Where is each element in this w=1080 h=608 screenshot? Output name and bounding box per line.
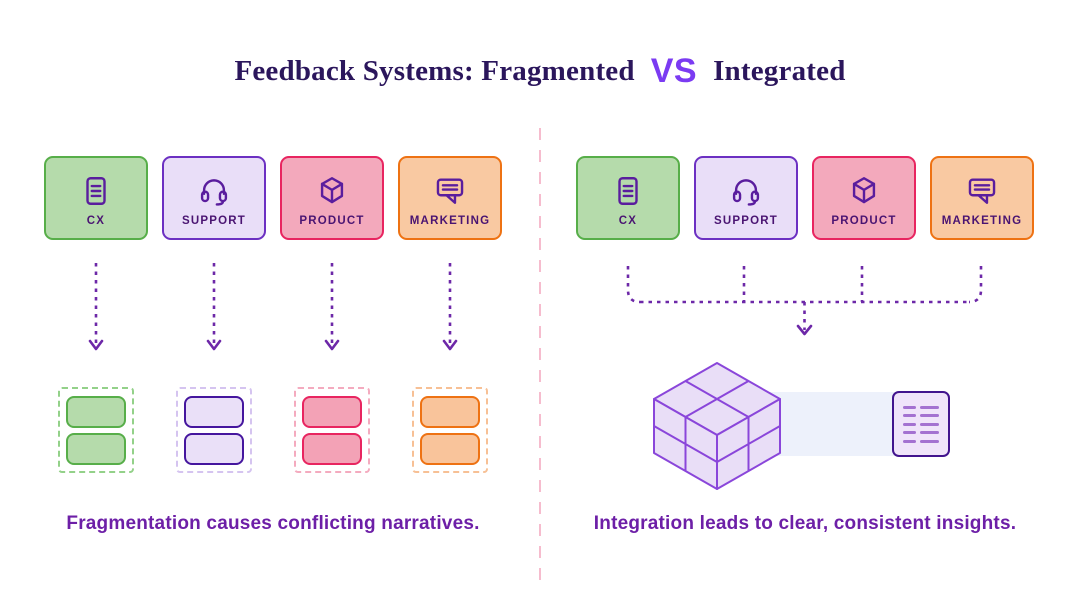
data-chip (184, 432, 244, 465)
frag-box-marketing (412, 387, 488, 473)
dept-label: SUPPORT (714, 214, 778, 227)
frag-box-product (294, 387, 370, 473)
frag-box-support (176, 387, 252, 473)
report-line (903, 431, 939, 434)
fragmented-results-row (44, 387, 502, 473)
integrated-caption: Integration leads to clear, consistent i… (593, 513, 1017, 534)
dept-label: CX (86, 214, 106, 227)
dept-card-cx: CX (576, 156, 680, 240)
data-chip (302, 432, 362, 465)
dept-label: SUPPORT (182, 214, 246, 227)
cube-icon (852, 176, 876, 203)
fragmented-caption: Fragmentation causes conflicting narrati… (66, 513, 480, 534)
headphones-icon (200, 178, 228, 206)
document-icon (86, 176, 106, 205)
report-line (903, 439, 939, 443)
integrated-cube (653, 362, 781, 490)
frag-cell (398, 387, 502, 473)
data-chip (420, 395, 480, 428)
chat-icon (968, 177, 996, 204)
title-suffix: Integrated (713, 55, 846, 87)
frag-cell (280, 387, 384, 473)
fragmented-arrows (88, 263, 458, 351)
dept-label: MARKETING (941, 214, 1023, 227)
frag-cell (44, 387, 148, 473)
dept-row-integrated: CX SUPPORT PRODUCT (576, 156, 1034, 240)
dept-card-support: SUPPORT (162, 156, 266, 240)
data-chip (66, 395, 126, 428)
frag-box-cx (58, 387, 134, 473)
title-vs: VS (650, 52, 698, 90)
dept-label: PRODUCT (299, 214, 365, 227)
integration-funnel (626, 266, 983, 336)
insights-report-icon (892, 391, 950, 457)
dept-row-fragmented: CX SUPPORT PRODUCT (44, 156, 502, 240)
page-title: Feedback Systems: Fragmented VS Integrat… (0, 52, 1080, 91)
dept-card-marketing: MARKETING (398, 156, 502, 240)
data-chip (66, 432, 126, 465)
dept-card-support: SUPPORT (694, 156, 798, 240)
cube-icon (320, 176, 344, 203)
data-chip (420, 432, 480, 465)
dept-label: MARKETING (409, 214, 491, 227)
integrated-panel: CX SUPPORT PRODUCT (540, 0, 1080, 608)
document-icon (618, 176, 638, 205)
report-line (903, 414, 939, 417)
dept-card-product: PRODUCT (280, 156, 384, 240)
report-line (903, 422, 939, 426)
report-line (903, 405, 939, 409)
data-chip (302, 395, 362, 428)
dept-label: CX (618, 214, 638, 227)
fragmented-panel: CX SUPPORT PRODUCT (44, 156, 502, 534)
headphones-icon (732, 178, 760, 206)
dept-label: PRODUCT (831, 214, 897, 227)
frag-cell (162, 387, 266, 473)
dept-card-product: PRODUCT (812, 156, 916, 240)
dept-card-cx: CX (44, 156, 148, 240)
dept-card-marketing: MARKETING (930, 156, 1034, 240)
panel-divider (539, 128, 541, 586)
data-chip (184, 395, 244, 428)
chat-icon (436, 177, 464, 204)
title-main: Feedback Systems: Fragmented (234, 55, 635, 87)
